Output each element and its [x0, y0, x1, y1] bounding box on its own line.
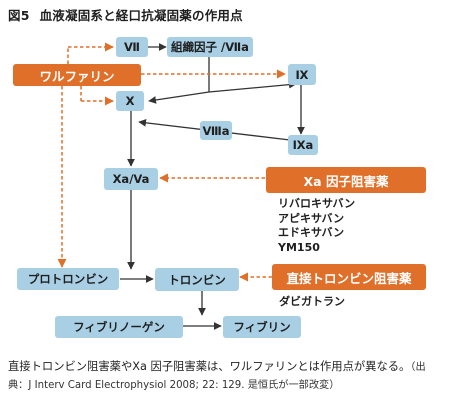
xa-inhibitor-drug-list: リバロキサバン アピキサバン エドキサバン YM150 — [278, 197, 355, 255]
drug-rivaroxaban: リバロキサバン — [278, 197, 356, 210]
drug-dabigatran: ダビガトラン — [279, 295, 345, 308]
arrow-tf-to-ix — [208, 80, 297, 93]
thrombin-inhibitor-box: 直接トロンビン阻害薬 — [272, 264, 426, 290]
thrombin-box: トロンビン — [155, 268, 239, 291]
xa-va-box: Xa/Va — [104, 168, 158, 190]
factor-vii-box: Ⅶ — [116, 37, 148, 57]
factor-ix-box: Ⅸ — [288, 64, 316, 85]
drug-edoxaban: エドキサバン — [278, 226, 345, 239]
arrow-tf-to-x — [148, 91, 210, 104]
fibrin-box: フィブリン — [223, 316, 301, 338]
factor-x-box: Ⅹ — [116, 91, 144, 111]
factor-ixa-box: Ⅸa — [288, 135, 318, 155]
thrombin-inhibitor-drug-list: ダビガトラン — [279, 295, 345, 310]
prothrombin-box: プロトロンビン — [17, 268, 119, 290]
xa-inhibitor-box: Xa 因子阻害薬 — [266, 167, 426, 193]
tissue-factor-box: 組織因子 /Ⅶa — [167, 37, 253, 57]
drug-apixaban: アピキサバン — [278, 211, 345, 225]
figure-title: 図5 血液凝固系と経口抗凝固薬の作用点 — [8, 5, 243, 24]
factor-viiia-box: Ⅷa — [200, 121, 232, 140]
warfarin-box: ワルファリン — [13, 64, 141, 86]
fibrinogen-box: フィブリノーゲン — [55, 316, 183, 338]
caption-source: （出典：J Interv Card Electrophysiol 2008; 2… — [8, 362, 426, 391]
caption-text: 直接トロンビン阻害薬やXa 因子阻害薬は、ワルファリンとは作用点が異なる。 — [8, 360, 411, 373]
figure-caption: 直接トロンビン阻害薬やXa 因子阻害薬は、ワルファリンとは作用点が異なる。（出典… — [8, 358, 444, 394]
drug-ym150: YM150 — [278, 240, 320, 254]
figure-title-text: 血液凝固系と経口抗凝固薬の作用点 — [39, 8, 243, 23]
figure-label: 図5 — [8, 8, 30, 23]
